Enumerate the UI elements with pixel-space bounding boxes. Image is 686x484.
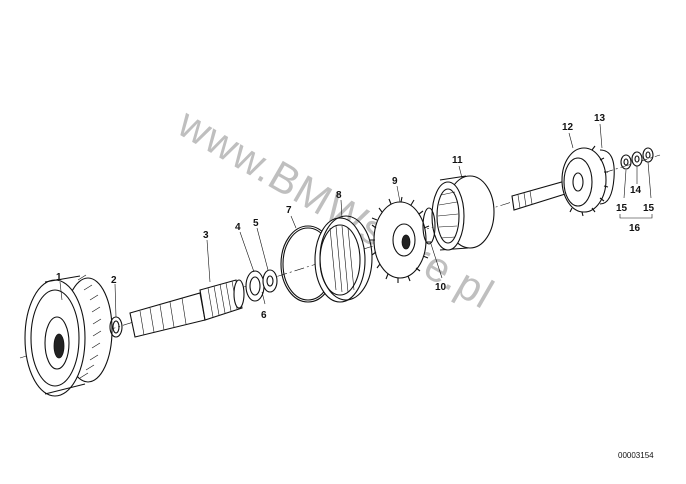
part-15-washer-b (642, 147, 654, 163)
part-15-washer-a (620, 154, 632, 170)
part-4-bearing (245, 270, 265, 302)
callout-2: 2 (111, 275, 117, 286)
callout-8: 8 (336, 190, 342, 201)
callout-3: 3 (203, 230, 209, 241)
part-13-circlip (599, 149, 615, 205)
callout-11: 11 (452, 155, 463, 166)
callout-13: 13 (594, 113, 606, 124)
part-5-washer (262, 269, 278, 293)
callout-6: 6 (261, 310, 267, 321)
part-1-gear (24, 274, 113, 397)
callout-4: 4 (235, 222, 241, 233)
callout-15-right: 15 (643, 203, 655, 214)
part-11-drum (431, 175, 495, 251)
callout-10: 10 (435, 282, 447, 293)
part-10-gearset (422, 207, 436, 245)
part-14-nut (631, 151, 643, 167)
callout-12: 12 (562, 122, 574, 133)
callout-1: 1 (56, 272, 62, 283)
catalog-code: 00003154 (618, 451, 654, 460)
callout-7: 7 (286, 205, 292, 216)
callout-14: 14 (630, 185, 642, 196)
callout-16: 16 (629, 223, 641, 234)
part-3-shaft (129, 279, 245, 338)
part-8-ring-gear (314, 215, 373, 303)
callout-9: 9 (392, 176, 398, 187)
callout-15-left: 15 (616, 203, 628, 214)
part-12-clutch-drum (561, 145, 609, 217)
callout-5: 5 (253, 218, 259, 229)
leader-lines (59, 123, 653, 318)
part-9-sprocket (370, 196, 431, 283)
